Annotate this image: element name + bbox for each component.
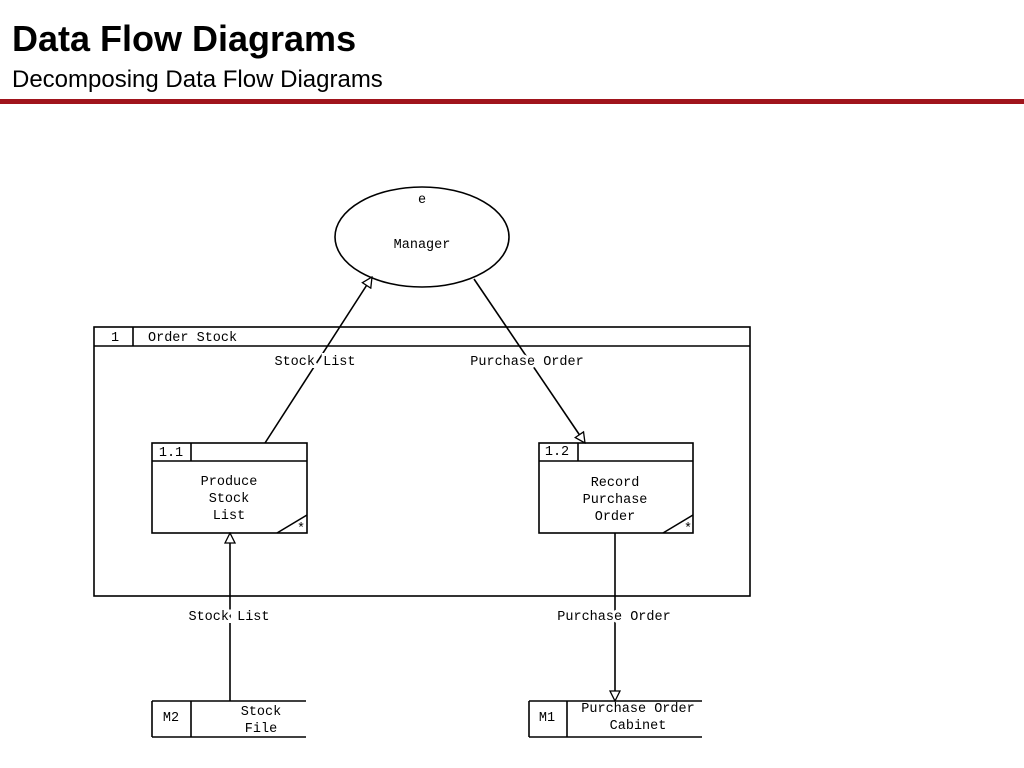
flow-label: Stock List: [274, 355, 355, 370]
subprocess-record-purchase-order: 1.2 Record Purchase Order *: [538, 442, 694, 537]
store-name-line: Stock: [241, 705, 282, 720]
subprocess-produce-stock-list: 1.1 Produce Stock List *: [151, 442, 308, 537]
parent-process-frame: [93, 326, 751, 597]
page-title: Data Flow Diagrams: [12, 18, 357, 59]
flow-purchase-order-to-record: Purchase Order: [467, 278, 587, 443]
subprocess-name-line: Record: [591, 476, 640, 491]
flow-label: Stock List: [188, 610, 269, 625]
entity-id: e: [418, 193, 426, 208]
subprocess-name-line: Order: [595, 510, 636, 525]
store-name-line: File: [245, 722, 277, 737]
flow-stock-list-to-manager: Stock List: [264, 277, 372, 444]
subprocess-marker: *: [297, 522, 305, 537]
parent-process: 1 Order Stock: [93, 326, 751, 597]
title-divider: [0, 99, 1024, 104]
subprocess-marker: *: [684, 522, 692, 537]
flow-line: [473, 278, 585, 443]
entity-name: Manager: [394, 238, 451, 253]
subprocess-box: [538, 442, 694, 534]
flow-line: [264, 277, 372, 444]
flow-purchase-order-to-store: Purchase Order: [554, 533, 674, 701]
flow-stock-list-from-store: Stock List: [185, 533, 273, 701]
subprocess-id: 1.2: [545, 445, 569, 460]
external-entity-manager: e Manager: [334, 186, 510, 288]
subprocess-box: [151, 442, 308, 534]
flow-label: Purchase Order: [470, 355, 583, 370]
subprocess-name-line: List: [213, 509, 245, 524]
data-store-purchase-order-cabinet: M1 Purchase Order Cabinet: [528, 700, 702, 738]
store-id: M2: [163, 711, 179, 726]
parent-process-id: 1: [111, 331, 119, 346]
page-subtitle: Decomposing Data Flow Diagrams: [12, 66, 383, 93]
flow-label: Purchase Order: [557, 610, 670, 625]
parent-process-name: Order Stock: [148, 331, 237, 346]
subprocess-name-line: Produce: [201, 475, 258, 490]
store-name-line: Cabinet: [610, 719, 667, 734]
entity-ellipse: [334, 186, 510, 288]
store-id: M1: [539, 711, 555, 726]
subprocess-id: 1.1: [159, 446, 183, 461]
subprocess-name-line: Purchase: [583, 493, 648, 508]
subprocess-corner-mark: [662, 514, 694, 534]
data-store-stock-file: M2 Stock File: [151, 700, 306, 738]
subprocess-corner-mark: [276, 514, 308, 534]
store-name-line: Purchase Order: [581, 702, 694, 717]
subprocess-name-line: Stock: [209, 492, 250, 507]
